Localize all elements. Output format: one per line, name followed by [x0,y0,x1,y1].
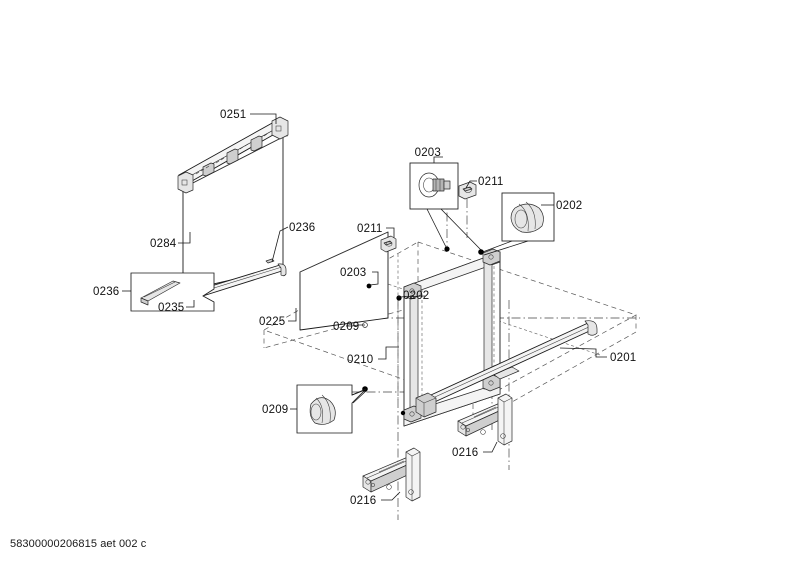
label-0284: 0284 [150,238,177,250]
label-0225: 0225 [259,316,285,328]
label-0201: 0201 [610,352,636,364]
hinge-bushing-0211-left [380,235,397,253]
label-0211-top: 0211 [478,176,504,188]
leader-lines [122,113,607,501]
label-0236-top: 0236 [289,222,315,234]
mounting-bracket-0216-right [457,393,513,446]
detail-box-0203 [409,162,482,251]
label-0216-left: 0216 [350,495,376,507]
label-0209-center: 0209 [333,321,359,333]
label-0216-right: 0216 [452,447,478,459]
door-handle-0201 [415,320,598,418]
part-number-labels: 0251 0284 0236 0236 0235 0225 0211 0211 … [93,109,636,507]
label-0203-left: 0203 [340,267,366,279]
label-0202-top: 0202 [556,200,582,212]
label-0235: 0235 [158,302,184,314]
detail-box-0236 [130,272,215,312]
label-0209-left: 0209 [262,404,288,416]
label-0210: 0210 [347,354,373,366]
detail-box-0202 [479,192,555,256]
drawing-reference-code: 58300000206815 aet 002 c [10,538,147,550]
label-0202-left: 0202 [403,290,429,302]
label-0236-left: 0236 [93,286,119,298]
detail-box-0209 [296,384,366,434]
inner-glass-panel-0225 [299,231,389,331]
mounting-bracket-0216-left [362,447,421,502]
label-0251: 0251 [220,109,246,121]
label-0211-left: 0211 [357,223,383,235]
hinge-bushing-0211-top [458,181,477,238]
label-0203-top: 0203 [415,147,441,159]
